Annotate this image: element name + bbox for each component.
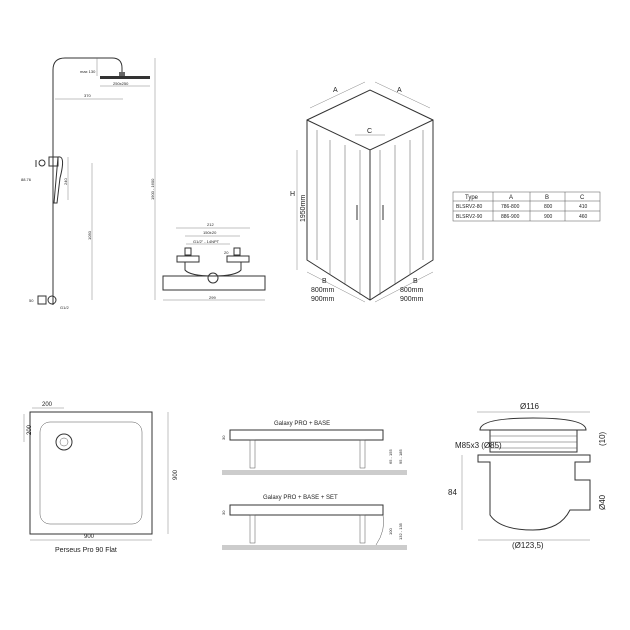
thread-label: G1/2" - 14NPT: [193, 239, 220, 244]
body-diameter-label: (Ø123,5): [512, 541, 544, 550]
table-cell: 786-800: [501, 204, 520, 210]
dim-b-label-left: B: [322, 278, 327, 285]
base-title: Galaxy PRO + BASE: [274, 421, 330, 427]
drain-height-label: 84: [448, 488, 457, 497]
thread-label: M85x3 (Ø85): [455, 441, 502, 450]
drain-offset-x-label: 200: [42, 402, 53, 408]
table-header: A: [509, 195, 513, 201]
inlet-spacing-label: 150±20: [203, 230, 217, 235]
table-cell: BLSRV2-80: [456, 204, 483, 210]
cabin-height-label: 1950mm: [300, 195, 307, 222]
spec-table: Type A B C BLSRV2-80 786-800 800 410 BLS…: [452, 191, 601, 222]
table-cell: BLSRV2-90: [456, 214, 483, 220]
tray-depth-label: 900: [173, 469, 179, 480]
tray-drain: [55, 433, 73, 451]
shower-column-drawing: max 130 250x250 370 1900 - 1600 240 1050…: [21, 57, 156, 310]
outlet-label: Ø40: [598, 494, 607, 510]
outer-width-label: 212: [207, 222, 214, 227]
drain-drawing: Ø116 M85x3 (Ø85) (10) 84 Ø40 (Ø123,5): [448, 402, 607, 550]
table-header: C: [580, 195, 585, 201]
table-cell: 460: [579, 214, 588, 220]
table-cell: 410: [579, 204, 588, 210]
tray-name: Perseus Pro 90 Flat: [55, 547, 117, 554]
tray-width-label: 900: [84, 534, 95, 540]
set-total-range-label: 132 - 135: [398, 522, 403, 540]
size-800-left: 800mm: [311, 287, 335, 294]
table-header: Type: [465, 195, 479, 201]
inlet-connector: [47, 295, 57, 305]
drain-thread: [489, 429, 578, 453]
thermostat-body: [162, 275, 266, 291]
dim-b-label-right: B: [413, 278, 418, 285]
galaxy-base-drawing: Galaxy PRO + BASE 30 65 - 155 95 - 185 G…: [221, 421, 407, 550]
set-thickness-label: 30: [221, 510, 226, 515]
arm-length-label: 370: [84, 93, 91, 98]
inlet-offset-label: 50: [29, 298, 34, 303]
set-title: Galaxy PRO + BASE + SET: [263, 495, 338, 501]
cover-height-label: (10): [598, 431, 607, 446]
table-cell: 886-900: [501, 214, 520, 220]
rain-shower-head: [100, 76, 150, 79]
inlet-thread-label: G1/2: [60, 305, 69, 310]
drain-cover: [479, 417, 587, 431]
shower-pipe: [52, 57, 123, 305]
handshower-length-label: 240: [63, 178, 68, 185]
drain-offset-y-label: 200: [27, 424, 33, 435]
handshower: [53, 156, 64, 204]
shower-tray-drawing: 200 200 900 900 Perseus Pro 90 Flat: [23, 402, 179, 554]
table-cell: 900: [544, 214, 553, 220]
total-height-label: 1900 - 1600: [150, 178, 155, 200]
depth-label: 20: [224, 250, 229, 255]
base-thickness-label: 30: [221, 435, 226, 440]
shower-arm-joint: [119, 72, 125, 76]
shower-cabin-drawing: A A C H 1950mm B B 800mm 900mm 800mm 900…: [290, 81, 434, 303]
dim-a-label-right: A: [397, 87, 402, 94]
head-size-label: 250x250: [113, 81, 129, 86]
dim-c-label: C: [367, 128, 372, 135]
thermostat-drawing: 212 150±20 G1/2" - 14NPT 20 299: [162, 222, 266, 301]
drain-body: [477, 454, 591, 531]
head-height-label: max 130: [80, 69, 96, 74]
cover-diameter-label: Ø116: [520, 402, 540, 411]
size-900-right: 900mm: [400, 296, 424, 303]
size-900-left: 900mm: [311, 296, 335, 303]
size-800-right: 800mm: [400, 287, 424, 294]
body-length-label: 299: [209, 295, 216, 300]
table-header: B: [545, 195, 549, 201]
base-leg-range-label: 65 - 155: [388, 449, 393, 464]
dim-a-label-left: A: [333, 87, 338, 94]
angle-label: 88.76: [21, 177, 32, 182]
table-cell: 800: [544, 204, 553, 210]
holder-height-label: 1050: [87, 230, 92, 240]
dim-h-label: H: [290, 191, 295, 198]
base-total-range-label: 95 - 185: [398, 449, 403, 464]
set-leg-label: 100: [388, 528, 393, 535]
tray-outline: [29, 411, 153, 535]
